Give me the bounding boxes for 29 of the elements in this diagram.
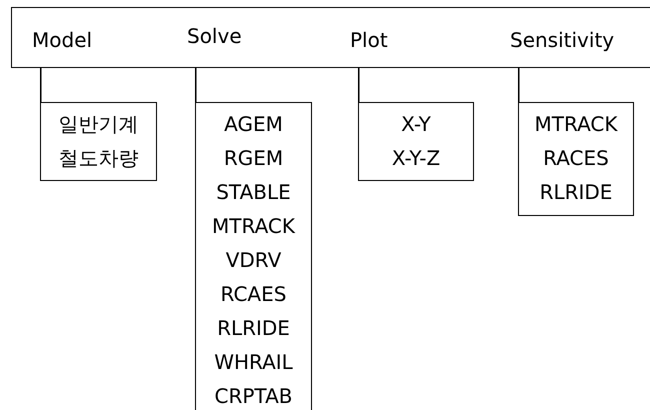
menu-item: 일반기계 <box>58 112 138 136</box>
menu-item: X-Y <box>401 112 431 136</box>
menu-item: MTRACK <box>534 112 618 136</box>
connector-line <box>358 68 360 102</box>
menu-item: RCAES <box>220 282 286 306</box>
menu-bar <box>11 7 650 68</box>
menu-item: 철도차량 <box>58 146 138 170</box>
menu-item: RLRIDE <box>217 316 290 340</box>
menu-item: RACES <box>543 146 609 170</box>
menu-item: MTRACK <box>212 214 295 238</box>
menu-item: CRPTAB <box>214 384 292 408</box>
menu-item: RGEM <box>224 146 284 170</box>
connector-line <box>518 68 520 102</box>
submenu-box <box>195 102 312 410</box>
menu-label: Solve <box>185 15 305 57</box>
menu-item: WHRAIL <box>214 350 293 374</box>
submenu-box <box>358 102 474 181</box>
submenu-box <box>40 102 157 181</box>
menu-label: Model <box>30 19 150 61</box>
menu-label: Plot <box>348 19 468 61</box>
connector-line <box>40 68 42 102</box>
menu-item: X-Y-Z <box>392 146 440 170</box>
menu-item: AGEM <box>224 112 283 136</box>
submenu-box <box>518 102 634 216</box>
menu-label: Sensitivity <box>508 19 633 61</box>
menu-item: STABLE <box>216 180 291 204</box>
connector-line <box>195 68 196 102</box>
menu-item: RLRIDE <box>540 180 612 204</box>
menu-item: VDRV <box>226 248 282 272</box>
